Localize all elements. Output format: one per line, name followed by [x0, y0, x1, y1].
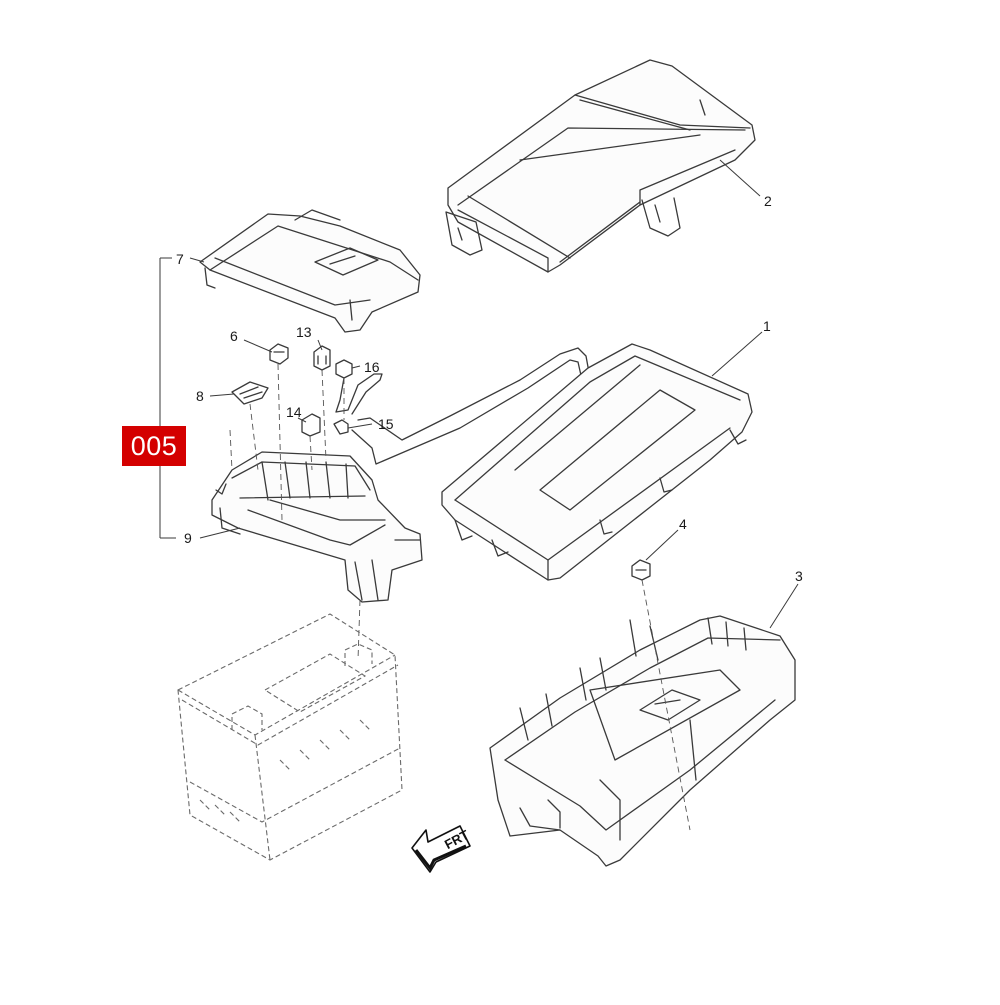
front-direction-arrow-icon — [411, 825, 471, 873]
reference-badge: 005 — [130, 431, 178, 461]
reference-badge-background — [122, 426, 186, 466]
part-top-cover — [445, 59, 756, 273]
part-small-fasteners — [231, 343, 383, 437]
callout-label-2: 2 — [764, 193, 772, 209]
part-module-cover — [199, 209, 421, 333]
callout-label-15: 15 — [378, 416, 394, 432]
callout-label-16: 16 — [364, 359, 380, 375]
callout-label-13: 13 — [296, 324, 312, 340]
assembly-guide-lines — [229, 363, 691, 831]
part-nut-4 — [631, 559, 651, 581]
callout-label-9: 9 — [184, 530, 192, 546]
callout-label-7: 7 — [176, 251, 184, 267]
battery-reference — [177, 613, 403, 861]
part-battery-tray — [489, 615, 796, 867]
callout-leader-lines — [159, 159, 799, 629]
part-fuse-block — [211, 451, 423, 603]
callout-label-3: 3 — [795, 568, 803, 584]
callout-label-1: 1 — [763, 318, 771, 334]
callout-label-14: 14 — [286, 404, 302, 420]
callout-label-6: 6 — [230, 328, 238, 344]
part-tray — [441, 343, 753, 581]
callout-label-8: 8 — [196, 388, 204, 404]
callout-label-4: 4 — [679, 516, 687, 532]
